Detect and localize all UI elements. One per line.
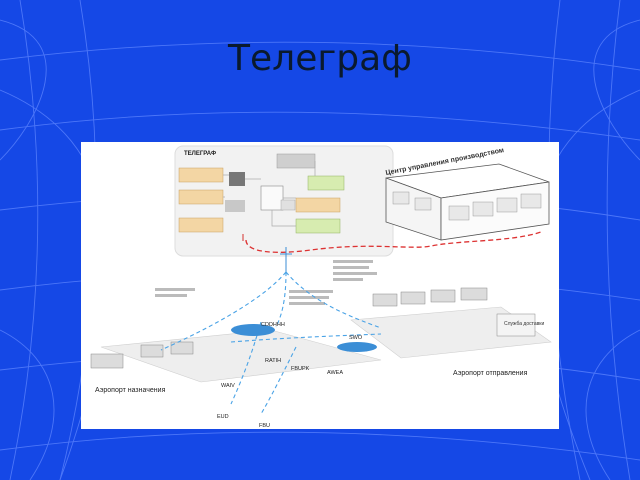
code-label: WAIV [221, 383, 235, 389]
control-center-building [385, 163, 550, 241]
arrival-airport-label: Аэропорт назначения [95, 387, 166, 394]
network-clouds [231, 324, 377, 352]
red-dashed-route [245, 231, 542, 253]
telegraph-diagram: ТЕЛЕГРАФ [81, 142, 559, 429]
network-codes: CDDHHH SWO RATIH FBUPK WAIV EUD FBU AWEA [217, 322, 363, 429]
code-label: EUD [217, 414, 229, 420]
slide-title: Телеграф [228, 38, 412, 79]
panel-connectors [223, 161, 316, 227]
code-label: FBU [259, 423, 270, 429]
airport-buildings [90, 287, 536, 369]
code-label: AWEA [327, 370, 343, 376]
departure-airport-label: Аэропорт отправления [453, 370, 528, 377]
code-label: CDDHHH [261, 322, 285, 328]
radio-antenna [280, 247, 292, 272]
code-label: SWO [349, 335, 363, 341]
info-callouts [155, 260, 377, 305]
process-boxes [178, 153, 345, 234]
panel-title: ТЕЛЕГРАФ [184, 151, 216, 157]
code-label: FBUPK [291, 366, 310, 372]
code-label: RATIH [265, 358, 281, 364]
service-label: Служба доставки [504, 321, 544, 327]
